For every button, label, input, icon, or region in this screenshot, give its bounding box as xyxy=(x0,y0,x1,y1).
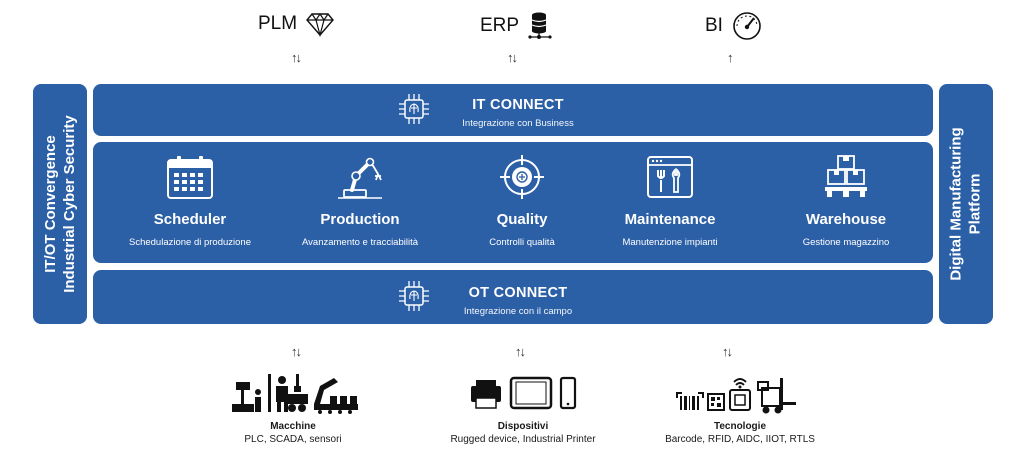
group-dispositivi: Dispositivi Rugged device, Industrial Pr… xyxy=(433,372,613,445)
erp-arrows-icon: ↑↓ xyxy=(507,50,518,65)
module-scheduler-title: Scheduler xyxy=(153,211,227,228)
module-production-subtitle: Avanzamento e tracciabilità xyxy=(302,237,418,248)
plm-system: PLM xyxy=(258,11,335,37)
it-connect-subtitle: Integrazione con Business xyxy=(462,118,574,129)
diamond-icon xyxy=(306,12,334,37)
tools-icon xyxy=(647,156,693,198)
group-tecnologie: Tecnologie Barcode, RFID, AIDC, IIOT, RT… xyxy=(655,372,825,445)
erp-system: ERP xyxy=(480,11,555,41)
module-maintenance: Maintenance Manutenzione impianti xyxy=(585,154,755,248)
technologies-icon xyxy=(676,378,796,414)
module-warehouse-subtitle: Gestione magazzino xyxy=(802,237,890,248)
macchine-arrows-icon: ↑↓ xyxy=(291,344,302,359)
module-scheduler: Scheduler Schedulazione di produzione xyxy=(105,154,275,248)
right-panel-line1: Digital Manufacturing xyxy=(948,127,965,281)
devices-icon xyxy=(471,376,577,410)
module-maintenance-title: Maintenance xyxy=(624,211,716,228)
modules-band: Scheduler Schedulazione di produzione Pr… xyxy=(93,142,933,263)
right-panel-line2: Platform xyxy=(967,173,984,235)
module-scheduler-subtitle: Schedulazione di produzione xyxy=(128,237,251,248)
it-connect-title: IT CONNECT xyxy=(472,97,564,113)
left-panel: IT/OT Convergence Industrial Cyber Secur… xyxy=(33,84,87,324)
plm-label: PLM xyxy=(258,13,298,34)
left-panel-text: IT/OT Convergence Industrial Cyber Secur… xyxy=(41,115,79,293)
chip-brain-icon xyxy=(399,94,429,124)
module-maintenance-subtitle: Manutenzione impianti xyxy=(622,237,718,248)
module-quality: Quality Controlli qualità xyxy=(437,154,607,248)
plm-arrows-icon: ↑↓ xyxy=(291,50,302,65)
module-production-title: Production xyxy=(320,211,400,228)
group-macchine-title: Macchine xyxy=(270,421,316,432)
target-icon xyxy=(500,155,544,199)
left-panel-line2: Industrial Cyber Security xyxy=(61,115,78,293)
group-macchine-subtitle: PLC, SCADA, sensori xyxy=(244,434,342,445)
tecnologie-arrows-icon: ↑↓ xyxy=(722,344,733,359)
right-panel-text: Digital Manufacturing Platform xyxy=(947,127,985,280)
module-quality-subtitle: Controlli qualità xyxy=(489,237,555,248)
module-production: Production Avanzamento e tracciabilità xyxy=(275,154,445,248)
robot-arm-icon xyxy=(338,157,382,199)
ot-connect-band: OT CONNECT Integrazione con il campo xyxy=(93,270,933,324)
ot-connect-title: OT CONNECT xyxy=(468,285,568,301)
left-panel-line1: IT/OT Convergence xyxy=(42,135,59,273)
it-connect-band: IT CONNECT Integrazione con Business xyxy=(93,84,933,136)
module-quality-title: Quality xyxy=(496,211,548,228)
boxes-icon xyxy=(825,155,867,197)
module-warehouse-title: Warehouse xyxy=(805,211,887,228)
right-panel: Digital Manufacturing Platform xyxy=(939,84,993,324)
bi-label: BI xyxy=(705,15,723,36)
calendar-icon xyxy=(167,156,213,199)
dispositivi-arrows-icon: ↑↓ xyxy=(515,344,526,359)
database-icon xyxy=(528,12,552,39)
machines-icon xyxy=(232,374,358,414)
gauge-icon xyxy=(733,12,761,40)
group-tecnologie-subtitle: Barcode, RFID, AIDC, IIOT, RTLS xyxy=(665,434,815,445)
erp-label: ERP xyxy=(480,15,520,36)
group-dispositivi-title: Dispositivi xyxy=(497,421,549,432)
group-dispositivi-subtitle: Rugged device, Industrial Printer xyxy=(450,434,596,445)
bi-system: BI xyxy=(705,11,763,41)
chip-brain-icon xyxy=(399,281,429,311)
group-tecnologie-title: Tecnologie xyxy=(713,421,767,432)
module-warehouse: Warehouse Gestione magazzino xyxy=(761,154,931,248)
bi-arrow-icon: ↑ xyxy=(727,50,733,65)
ot-connect-subtitle: Integrazione con il campo xyxy=(463,306,573,317)
group-macchine: Macchine PLC, SCADA, sensori xyxy=(218,372,368,445)
